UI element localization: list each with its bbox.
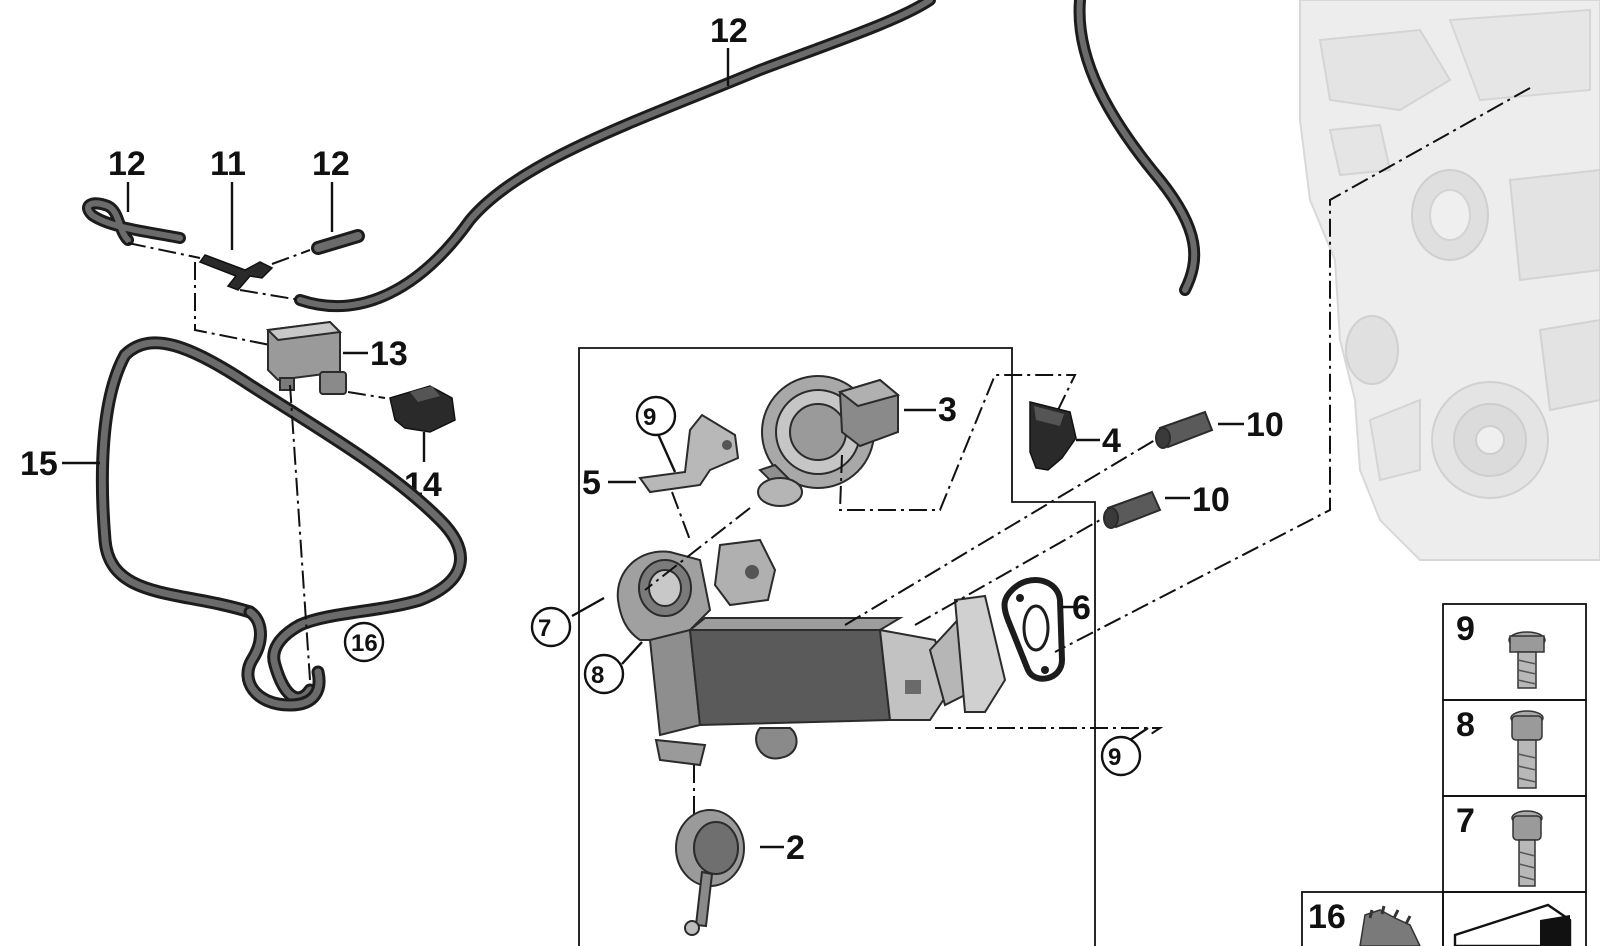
callout-12-top: 12 xyxy=(710,12,748,50)
svg-text:9: 9 xyxy=(643,404,656,431)
connector-cooler-10-top xyxy=(844,439,1156,626)
callout-6: 6 xyxy=(1072,589,1091,627)
egr-cooler xyxy=(616,538,1007,767)
vacuum-hose-15 xyxy=(95,336,467,712)
bolt-7-icon xyxy=(1511,810,1543,887)
kit-label-16: 16 xyxy=(1308,898,1346,936)
connector-13-15 xyxy=(289,384,311,681)
callout-15: 15 xyxy=(20,445,58,483)
vacuum-actuator-2 xyxy=(675,809,745,936)
parts-16-icon xyxy=(1359,905,1421,946)
callout-2: 2 xyxy=(786,829,805,867)
kit-label-9: 9 xyxy=(1456,610,1475,648)
callout-16-circled: 16 xyxy=(343,621,385,663)
bolt-9-icon xyxy=(1508,631,1546,689)
connector-cooler-9-bottom xyxy=(935,727,1164,737)
vacuum-hose-12-short xyxy=(311,229,365,255)
callout-3: 3 xyxy=(938,391,957,429)
t-piece-11 xyxy=(198,254,274,291)
callout-5: 5 xyxy=(582,464,601,502)
connector-3-4 xyxy=(838,374,1077,511)
callout-13: 13 xyxy=(370,335,408,373)
electrical-plug-14 xyxy=(389,385,456,433)
connector-t-valve xyxy=(194,262,271,346)
callout-4: 4 xyxy=(1102,422,1121,460)
connector-5-cooler xyxy=(671,491,691,541)
kit-label-8: 8 xyxy=(1456,706,1475,744)
connector-13-14 xyxy=(347,391,386,399)
leader-9-top xyxy=(656,433,677,473)
hose-piece-10-top xyxy=(1155,410,1214,449)
callout-10-top: 10 xyxy=(1246,406,1284,444)
svg-text:7: 7 xyxy=(538,615,551,642)
hardware-kit-panel: 9 8 7 16 xyxy=(1301,603,1587,946)
callout-8-circled: 8 xyxy=(583,653,625,695)
callout-9-circled-top: 9 xyxy=(635,395,677,437)
gasket-6 xyxy=(1001,577,1066,682)
svg-text:16: 16 xyxy=(351,630,378,657)
pressure-converter-13 xyxy=(265,320,347,395)
vacuum-hose-12-left xyxy=(82,197,186,246)
callout-12-right: 12 xyxy=(312,145,350,183)
connector-t-hose-right xyxy=(271,249,311,265)
kit-cell-blank xyxy=(1442,891,1587,946)
vacuum-hose-12-long xyxy=(294,0,936,313)
vacuum-hose-right xyxy=(1073,0,1201,296)
connector-cooler-10-bottom xyxy=(914,519,1101,626)
kit-label-7: 7 xyxy=(1456,802,1475,840)
assembly-box xyxy=(578,347,1096,946)
egr-valve-3 xyxy=(757,375,901,507)
connector-hose-t-left xyxy=(127,242,201,259)
callout-9-circled-bottom: 9 xyxy=(1100,735,1142,777)
leader-8 xyxy=(621,641,643,665)
connector-t-long-hose xyxy=(239,289,301,301)
connector-3-cooler xyxy=(644,507,751,591)
callout-12-left: 12 xyxy=(108,145,146,183)
svg-text:8: 8 xyxy=(591,662,604,689)
bolt-8-icon xyxy=(1510,710,1544,789)
callout-11: 11 xyxy=(210,145,246,183)
callout-7-circled: 7 xyxy=(530,606,572,648)
leader-9-bottom xyxy=(1129,727,1149,741)
svg-text:9: 9 xyxy=(1108,744,1121,771)
engine-reference-line xyxy=(1054,87,1531,653)
engine-block-ghost xyxy=(1299,0,1600,561)
leader-7 xyxy=(571,596,605,618)
callout-10-bottom: 10 xyxy=(1192,481,1230,519)
sealant-tube-icon xyxy=(1453,903,1572,946)
bracket-5 xyxy=(638,413,740,494)
hose-piece-10-bottom xyxy=(1103,490,1162,529)
electrical-plug-4 xyxy=(1029,401,1077,471)
